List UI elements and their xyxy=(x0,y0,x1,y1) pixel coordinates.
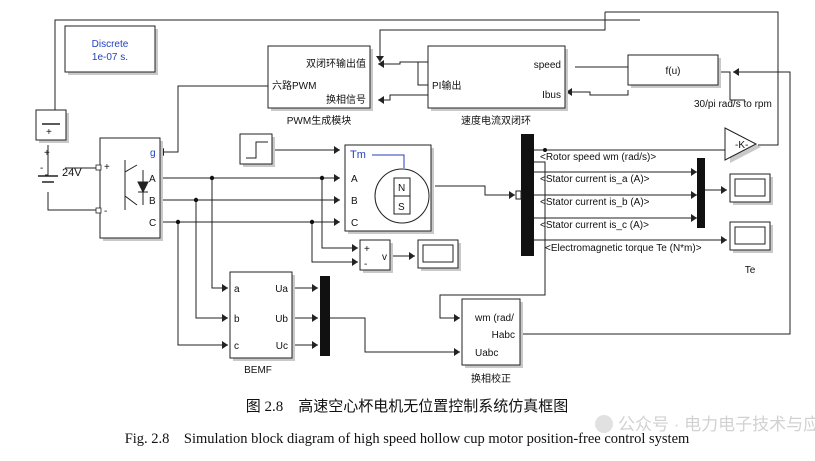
pwm-input-loop-output: 双闭环输出值 xyxy=(306,57,366,70)
motor-n-pole: N xyxy=(398,183,405,194)
bemf-ub-port: Ub xyxy=(275,314,288,325)
gain-block[interactable]: -K- xyxy=(724,127,761,163)
pwm-block-name: PWM生成模块 xyxy=(287,114,351,127)
battery-block[interactable]: + + - 24V xyxy=(35,109,82,183)
powergui-discrete-block[interactable]: Discrete 1e-07 s. xyxy=(64,25,158,75)
watermark-text: 公众号 · 电力电子技术与应用 xyxy=(618,415,815,434)
bemf-c-port: c xyxy=(234,341,239,352)
commutation-habc-port: Habc xyxy=(492,330,515,341)
pwm-generator-block[interactable]: 双闭环输出值 六路PWM 换相信号 PWM生成模块 xyxy=(267,45,373,127)
current-scope[interactable] xyxy=(729,173,773,205)
pwm-input-commutation: 换相信号 xyxy=(326,93,366,106)
step-source-block[interactable] xyxy=(239,133,275,167)
inverter-b-port: B xyxy=(149,196,156,207)
bus-selector-bar[interactable] xyxy=(515,134,534,256)
bus-signal-label: <Rotor speed wm (rad/s)> xyxy=(540,152,656,163)
inverter-c-port: C xyxy=(149,218,156,229)
bemf-uc-port: Uc xyxy=(276,341,288,352)
voltmeter-output-port: v xyxy=(382,252,387,263)
battery-minus-label: - xyxy=(40,163,43,174)
signal-wires xyxy=(45,11,791,353)
loop-speed-port: speed xyxy=(534,60,561,71)
inverter-g-port: g xyxy=(150,148,156,159)
fcn-block[interactable]: f(u) 30/pi rad/s to rpm xyxy=(627,54,772,110)
fcn-expression: f(u) xyxy=(666,66,681,77)
bemf-mux-bar[interactable] xyxy=(320,276,330,356)
motor-c-port: C xyxy=(351,218,358,229)
motor-a-port: A xyxy=(351,174,358,185)
bus-signal-labels: <Rotor speed wm (rad/s)> <Stator current… xyxy=(540,152,702,254)
figure-caption-zh: 图 2.8 高速空心杯电机无位置控制系统仿真框图 xyxy=(246,397,569,415)
loop-ibus-port: Ibus xyxy=(542,90,561,101)
bemf-block[interactable]: a b c Ua Ub Uc BEMF xyxy=(229,271,295,376)
motor-rotor-icon: N S xyxy=(374,168,430,224)
loop-pi-output: PI输出 xyxy=(432,79,461,92)
bemf-b-port: b xyxy=(234,314,240,325)
bus-signal-label: <Stator current is_a (A)> xyxy=(540,174,650,185)
motor-b-port: B xyxy=(351,196,358,207)
te-scope-label: Te xyxy=(745,265,756,276)
speed-current-loop-block[interactable]: PI输出 speed Ibus 速度电流双闭环 xyxy=(427,45,568,127)
commutation-uabc-port: Uabc xyxy=(475,348,498,359)
battery-voltage-label: 24V xyxy=(62,167,82,179)
battery-plus-label: + xyxy=(44,148,50,159)
loop-block-name: 速度电流双闭环 xyxy=(461,114,531,127)
current-mux-bar[interactable] xyxy=(697,158,705,228)
voltmeter-block[interactable]: + - v xyxy=(359,239,393,273)
watermark: 公众号 · 电力电子技术与应用 xyxy=(595,415,815,434)
igbt-bridge-icon xyxy=(124,160,149,210)
figure-caption-en: Fig. 2.8 Simulation block diagram of hig… xyxy=(125,431,690,447)
bemf-ua-port: Ua xyxy=(275,284,288,295)
bus-signal-label: <Electromagnetic torque Te (N*m)> xyxy=(545,243,702,254)
inverter-minus-port: - xyxy=(104,206,107,217)
bemf-block-name: BEMF xyxy=(244,365,272,376)
torque-scope[interactable]: Te xyxy=(729,221,773,276)
voltmeter-minus-port: - xyxy=(364,259,367,270)
battery-plus-inner: + xyxy=(46,127,52,138)
discrete-label: Discrete xyxy=(92,39,129,50)
motor-s-pole: S xyxy=(398,202,405,213)
bemf-a-port: a xyxy=(234,284,240,295)
sample-time-label: 1e-07 s. xyxy=(92,52,128,63)
commutation-block-name: 换相校正 xyxy=(471,372,511,385)
motor-tm-port: Tm xyxy=(350,149,366,161)
junction-dots xyxy=(175,148,547,225)
bus-signal-label: <Stator current is_c (A)> xyxy=(540,220,649,231)
voltage-scope[interactable] xyxy=(417,239,461,271)
bus-signal-label: <Stator current is_b (A)> xyxy=(540,197,650,208)
fcn-caption: 30/pi rad/s to rpm xyxy=(694,99,772,110)
inverter-block[interactable]: + - g A B C xyxy=(95,137,163,241)
voltmeter-plus-port: + xyxy=(364,244,370,255)
pwm-output-six-pwm: 六路PWM xyxy=(272,79,316,92)
step-icon xyxy=(246,141,268,159)
commutation-correction-block[interactable]: wm (rad/ Habc Uabc 换相校正 xyxy=(461,298,523,385)
commutation-wm-port: wm (rad/ xyxy=(474,313,514,324)
motor-block[interactable]: Tm A B C m N S xyxy=(344,144,434,234)
inverter-plus-port: + xyxy=(104,162,110,173)
arrowheads xyxy=(158,56,739,356)
gain-label: -K- xyxy=(735,140,748,151)
inverter-a-port: A xyxy=(149,174,156,185)
